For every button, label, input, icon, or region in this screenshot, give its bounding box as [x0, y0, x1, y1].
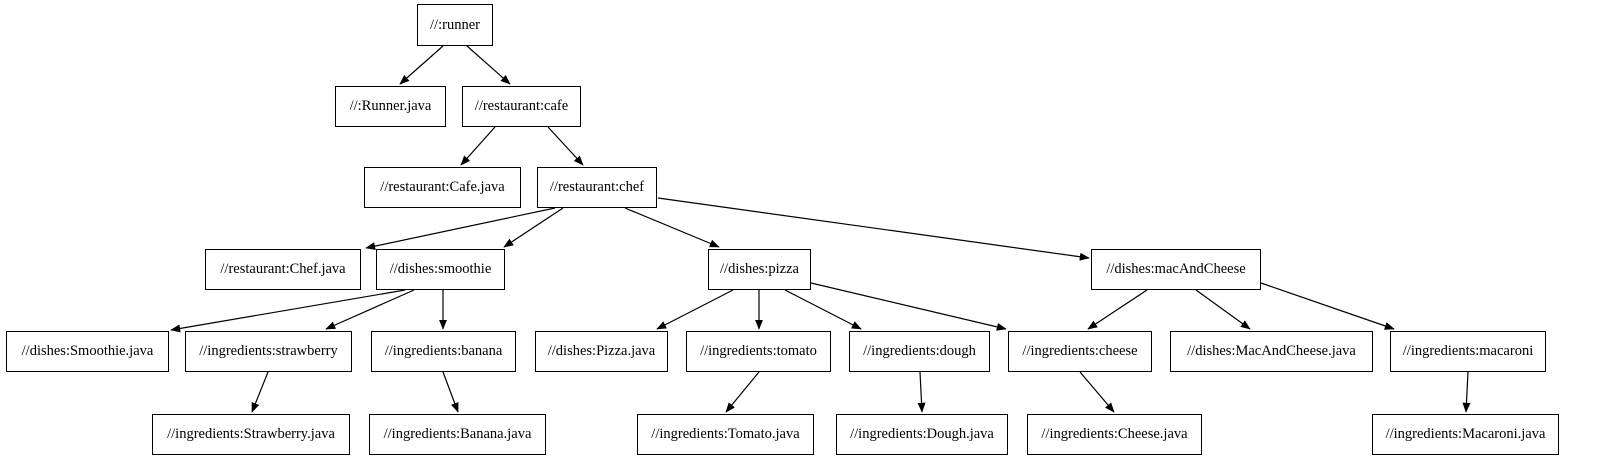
graph-node-ing_dough[interactable]: //ingredients:dough — [849, 331, 990, 372]
graph-node-label: //ingredients:Dough.java — [850, 426, 994, 443]
graph-node-banana_java[interactable]: //ingredients:Banana.java — [369, 414, 546, 455]
graph-node-label: //ingredients:dough — [863, 343, 976, 360]
graph-node-label: //ingredients:banana — [384, 343, 503, 360]
graph-node-ing_tomato[interactable]: //ingredients:tomato — [686, 331, 831, 372]
graph-node-ing_strawberry[interactable]: //ingredients:strawberry — [185, 331, 352, 372]
graph-node-label: //ingredients:Macaroni.java — [1385, 426, 1546, 443]
graph-node-label: //dishes:MacAndCheese.java — [1187, 343, 1356, 360]
graph-node-strawberry_java[interactable]: //ingredients:Strawberry.java — [152, 414, 350, 455]
graph-node-label: //ingredients:tomato — [700, 343, 817, 360]
graph-node-macandcheese_java[interactable]: //dishes:MacAndCheese.java — [1170, 331, 1373, 372]
graph-node-label: //dishes:pizza — [720, 261, 799, 278]
graph-node-label: //restaurant:Chef.java — [220, 261, 346, 278]
graph-node-label: //ingredients:Cheese.java — [1041, 426, 1188, 443]
graph-node-label: //:runner — [430, 16, 480, 33]
graph-node-dishes_pizza[interactable]: //dishes:pizza — [708, 249, 811, 290]
graph-node-label: //ingredients:macaroni — [1402, 343, 1534, 360]
graph-node-cafe_java[interactable]: //restaurant:Cafe.java — [364, 167, 521, 208]
graph-node-ing_cheese[interactable]: //ingredients:cheese — [1008, 331, 1152, 372]
graph-node-runner_java[interactable]: //:Runner.java — [335, 86, 446, 127]
graph-node-label: //restaurant:Cafe.java — [380, 179, 505, 196]
graph-node-label: //restaurant:chef — [549, 179, 645, 196]
graph-node-label: //ingredients:strawberry — [199, 343, 338, 360]
graph-node-restaurant_chef[interactable]: //restaurant:chef — [537, 167, 657, 208]
graph-node-ing_macaroni[interactable]: //ingredients:macaroni — [1390, 331, 1546, 372]
graph-node-smoothie_java[interactable]: //dishes:Smoothie.java — [6, 331, 169, 372]
graph-node-dough_java[interactable]: //ingredients:Dough.java — [836, 414, 1008, 455]
graph-node-dishes_macandchee[interactable]: //dishes:macAndCheese — [1091, 249, 1261, 290]
graph-node-label: //restaurant:cafe — [474, 98, 569, 115]
graph-node-dishes_smoothie[interactable]: //dishes:smoothie — [376, 249, 505, 290]
graph-node-label: //dishes:Smoothie.java — [21, 343, 154, 360]
graph-node-label: //dishes:Pizza.java — [547, 343, 656, 360]
graph-node-label: //dishes:macAndCheese — [1106, 261, 1246, 278]
graph-node-pizza_java[interactable]: //dishes:Pizza.java — [535, 331, 668, 372]
graph-node-label: //:Runner.java — [349, 98, 432, 115]
graph-node-chef_java[interactable]: //restaurant:Chef.java — [205, 249, 361, 290]
graph-node-label: //dishes:smoothie — [389, 261, 492, 278]
graph-node-label: //ingredients:Strawberry.java — [167, 426, 335, 443]
graph-node-tomato_java[interactable]: //ingredients:Tomato.java — [637, 414, 814, 455]
graph-node-label: //ingredients:cheese — [1022, 343, 1138, 360]
graph-node-cheese_java[interactable]: //ingredients:Cheese.java — [1027, 414, 1202, 455]
graph-node-runner[interactable]: //:runner — [417, 4, 493, 46]
graph-node-ing_banana[interactable]: //ingredients:banana — [371, 331, 516, 372]
graph-node-label: //ingredients:Tomato.java — [651, 426, 800, 443]
graph-node-macaroni_java[interactable]: //ingredients:Macaroni.java — [1372, 414, 1559, 455]
graph-node-restaurant_cafe[interactable]: //restaurant:cafe — [462, 86, 581, 127]
graph-node-label: //ingredients:Banana.java — [383, 426, 532, 443]
